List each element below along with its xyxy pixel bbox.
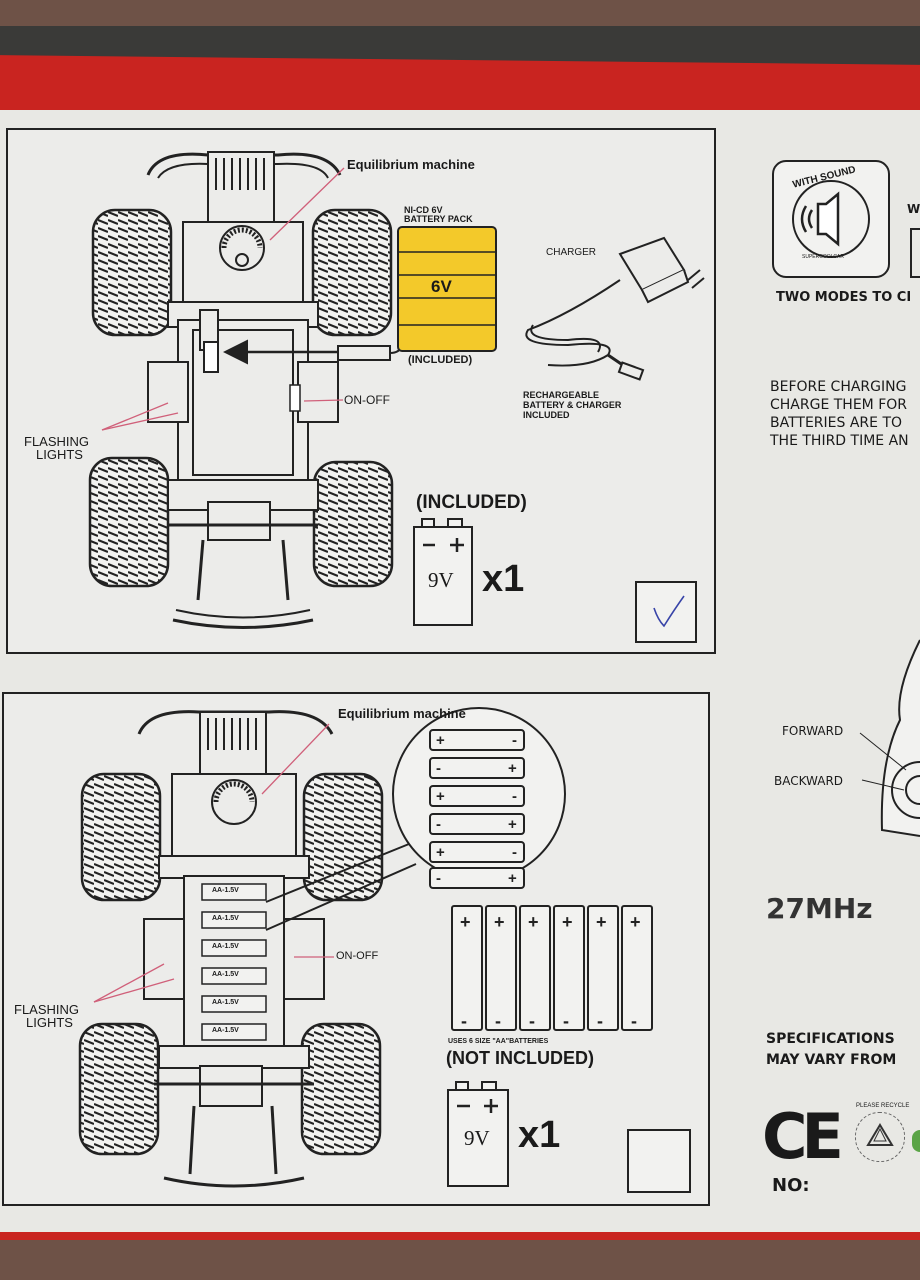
equilibrium-label: Equilibrium machine (347, 157, 475, 172)
flashing-lights-label-2-2: LIGHTS (26, 1015, 73, 1030)
badge-ring-text: SUPERCOOLCAR (802, 254, 844, 260)
on-off-label: ON-OFF (344, 393, 390, 407)
uses-aa-label: USES 6 SIZE "AA"BATTERIES (448, 1038, 549, 1045)
not-included-label: (NOT INCLUDED) (446, 1048, 594, 1068)
svg-text:+: + (508, 870, 517, 887)
ce-mark: CE (762, 1100, 844, 1173)
included-big-label: (INCLUDED) (416, 492, 527, 513)
aa-cell-label-3: AA-1.5V (212, 943, 239, 950)
green-logo-partial (912, 1130, 920, 1152)
svg-text:+: + (460, 912, 471, 932)
aa-cell-label-5: AA-1.5V (212, 999, 239, 1006)
recycle-icon: PLEASE RECYCLE (855, 1103, 909, 1162)
battery-9v-label: 9V (428, 568, 454, 592)
times-one-label: x1 (482, 558, 525, 600)
rechargeable-label-2: BATTERY & CHARGER (523, 400, 622, 410)
equilibrium-label-2: Equilibrium machine (338, 706, 466, 721)
included-small-label: (INCLUDED) (408, 354, 473, 366)
charger-label: CHARGER (546, 247, 597, 258)
specifications-line-2: MAY VARY FROM (766, 1052, 897, 1068)
svg-text:+: + (562, 912, 573, 932)
battery-9v-label-2: 9V (464, 1126, 490, 1150)
charging-line-3: BATTERIES ARE TO (770, 415, 903, 431)
svg-text:+: + (630, 912, 641, 932)
on-off-label-2: ON-OFF (336, 950, 379, 962)
charging-line-1: BEFORE CHARGING (770, 379, 907, 395)
flashing-lights-label-2: LIGHTS (36, 447, 83, 462)
svg-text:+: + (436, 788, 445, 805)
battery-pack-label-1: NI-CD 6V (404, 205, 443, 215)
aa-cell-label-6: AA-1.5V (212, 1027, 239, 1034)
speaker-icon (792, 180, 870, 258)
partial-badge-box (910, 228, 920, 278)
svg-text:-: - (512, 844, 517, 861)
charging-line-4: THE THIRD TIME AN (770, 433, 909, 449)
svg-text:-: - (512, 732, 517, 749)
svg-text:-: - (436, 816, 441, 833)
aa-cell-label-1: AA-1.5V (212, 887, 239, 894)
with-sound-badge: WITH SOUND SUPERCOOLCAR (772, 160, 890, 278)
pen-check-mark (653, 595, 685, 628)
no-label: NO: (772, 1175, 810, 1196)
svg-text:+: + (508, 816, 517, 833)
svg-text:-: - (436, 870, 441, 887)
panel-rechargeable-version: Equilibrium machine NI-CD 6V BATTERY PAC… (6, 128, 716, 654)
svg-text:+: + (596, 912, 607, 932)
battery-pack-label-2: BATTERY PACK (404, 214, 473, 224)
please-recycle-text: PLEASE RECYCLE (856, 1103, 910, 1109)
floor-background (0, 1240, 920, 1280)
svg-text:+: + (436, 732, 445, 749)
svg-text:+: + (508, 760, 517, 777)
rechargeable-label-1: RECHARGEABLE (523, 390, 600, 400)
svg-text:+: + (436, 844, 445, 861)
panel-aa-version: + - - + + - - + + - - + + + + + + + - - - - - - (2, 692, 710, 1206)
aa-cell-label-4: AA-1.5V (212, 971, 239, 978)
svg-text:+: + (528, 912, 539, 932)
frequency-label: 27MHz (766, 892, 873, 925)
forward-label: FORWARD (782, 724, 844, 738)
two-modes-text: TWO MODES TO CI (776, 290, 912, 305)
svg-text:-: - (631, 1011, 637, 1031)
rechargeable-label-3: INCLUDED (523, 410, 570, 420)
svg-text:-: - (529, 1011, 535, 1031)
battery-voltage-label: 6V (431, 277, 452, 296)
flashing-lights-label-2-1: FLASHING (14, 1002, 80, 1017)
flashing-lights-label-1: FLASHING (24, 434, 90, 449)
partial-badge-letter: W (907, 202, 920, 216)
charging-line-2: CHARGE THEM FOR (770, 397, 908, 413)
times-one-label-2: x1 (518, 1114, 561, 1156)
svg-text:-: - (563, 1011, 569, 1031)
svg-text:-: - (512, 788, 517, 805)
svg-text:-: - (597, 1011, 603, 1031)
specifications-line-1: SPECIFICATIONS (766, 1031, 895, 1047)
car-diagram-top (88, 151, 705, 643)
svg-text:-: - (495, 1011, 501, 1031)
aa-cell-label-2: AA-1.5V (212, 915, 239, 922)
svg-text:-: - (461, 1011, 467, 1031)
recycle-triangle-icon (866, 1123, 894, 1146)
svg-text:-: - (436, 760, 441, 777)
backward-label: BACKWARD (774, 774, 844, 788)
car-diagram-bottom: + - - + + - - + + - - + + + + + + + - - - - - - (78, 707, 691, 1193)
svg-text:+: + (494, 912, 505, 932)
